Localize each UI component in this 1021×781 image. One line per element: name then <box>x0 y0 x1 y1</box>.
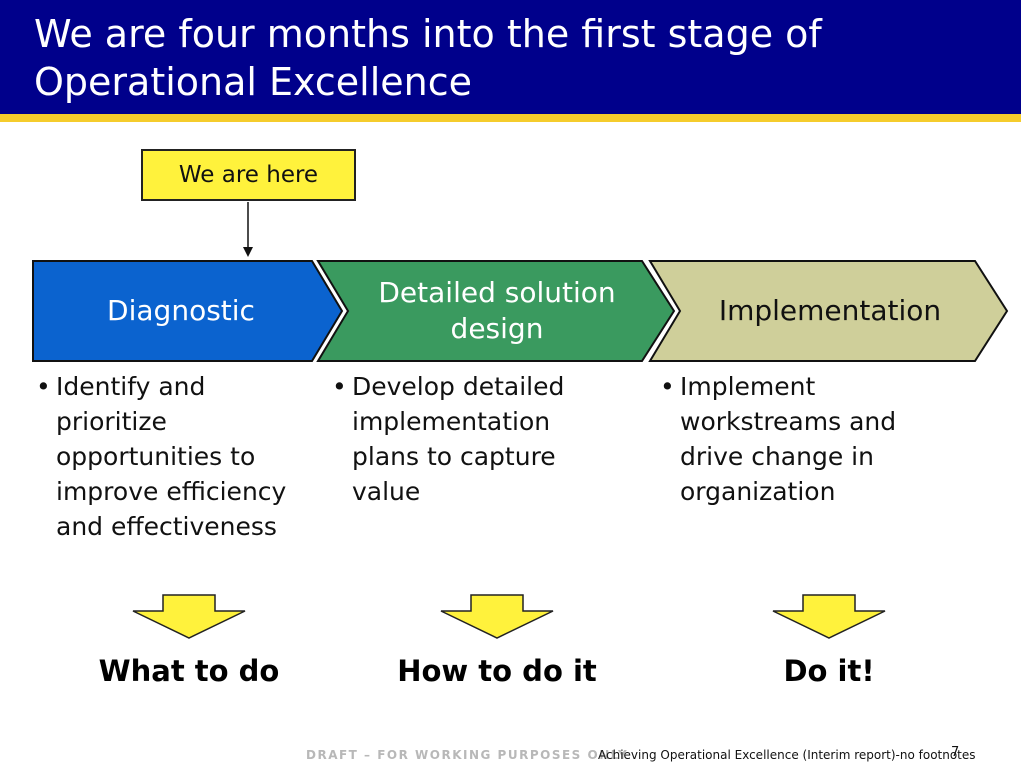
down-arrow-icon <box>440 594 554 639</box>
bullet-icon: • <box>36 372 51 401</box>
page-title: We are four months into the first stage … <box>34 12 822 104</box>
down-arrow-icon <box>772 594 886 639</box>
bullet-text: Develop detailed implementation plans to… <box>352 372 565 506</box>
bullet-text: Identify and prioritize opportunities to… <box>56 372 287 541</box>
stage-bullet-solution-design: • Develop detailed implementation plans … <box>332 369 607 509</box>
down-arrow-icon <box>132 594 246 639</box>
we-are-here-callout: We are here <box>141 149 356 201</box>
footer-report-title: Achieving Operational Excellence (Interi… <box>598 748 976 762</box>
outcome-label-solution-design: How to do it <box>397 654 597 688</box>
outcome-label-diagnostic: What to do <box>98 654 280 688</box>
stage-label-solution-design: Detailed solution design <box>378 276 616 345</box>
we-are-here-label: We are here <box>178 162 319 188</box>
page-number: 7 <box>951 745 960 760</box>
bullet-icon: • <box>660 372 675 401</box>
draft-watermark: DRAFT – FOR WORKING PURPOSES ONLY <box>306 748 629 762</box>
stage-bullet-diagnostic: • Identify and prioritize opportunities … <box>36 369 301 544</box>
header-bar <box>0 0 1021 114</box>
outcome-label-implementation: Do it! <box>783 654 875 688</box>
bullet-text: Implement workstreams and drive change i… <box>680 372 897 506</box>
stage-label-diagnostic: Diagnostic <box>107 294 255 327</box>
bullet-icon: • <box>332 372 347 401</box>
stage-label-implementation: Implementation <box>718 294 942 327</box>
header-stripe <box>0 114 1021 122</box>
stage-bullet-implementation: • Implement workstreams and drive change… <box>660 369 945 509</box>
